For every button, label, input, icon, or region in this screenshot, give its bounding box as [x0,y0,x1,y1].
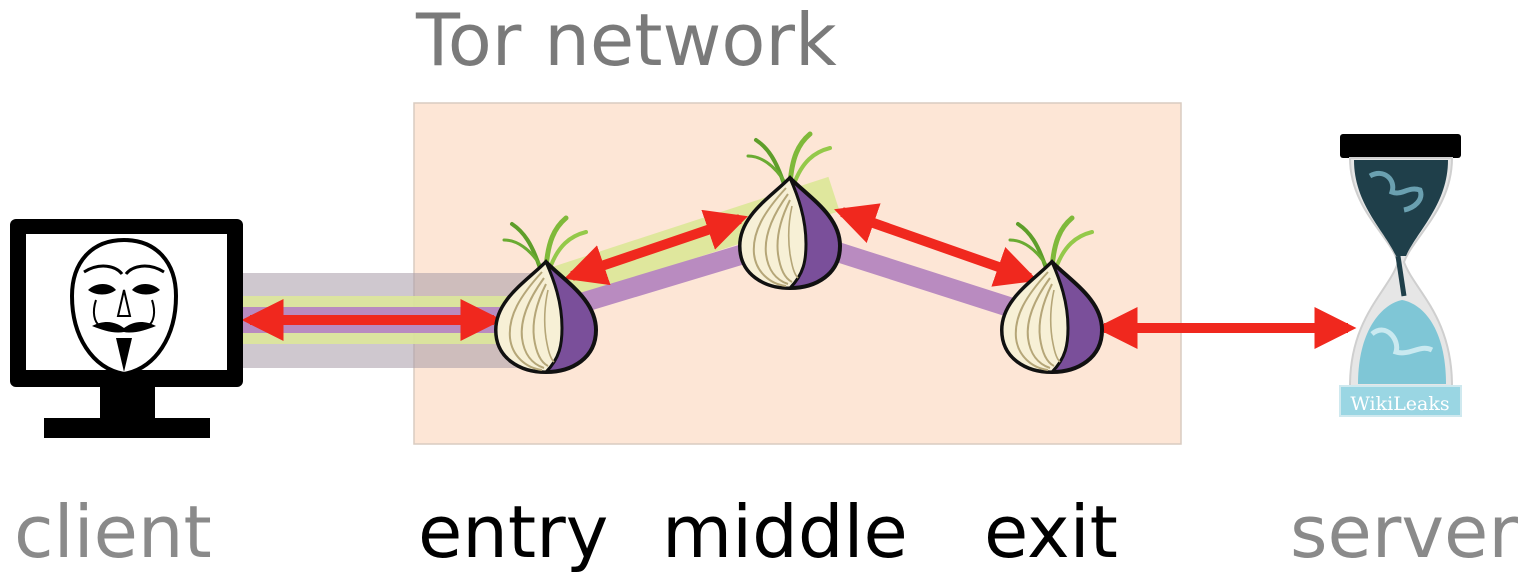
client-label: client [14,490,212,574]
tor-network-title: Tor network [416,0,837,82]
middle-label: middle [662,490,908,574]
arrow-middle-exit [834,203,1038,287]
wikileaks-logo-text: WikiLeaks [1350,393,1449,415]
exit-label: exit [984,490,1118,574]
guy-fawkes-mask-icon [69,237,179,377]
entry-label: entry [418,490,609,574]
arrow-entry-middle [564,209,748,286]
server-label: server [1290,490,1518,574]
wikileaks-logo-icon [1339,134,1462,417]
